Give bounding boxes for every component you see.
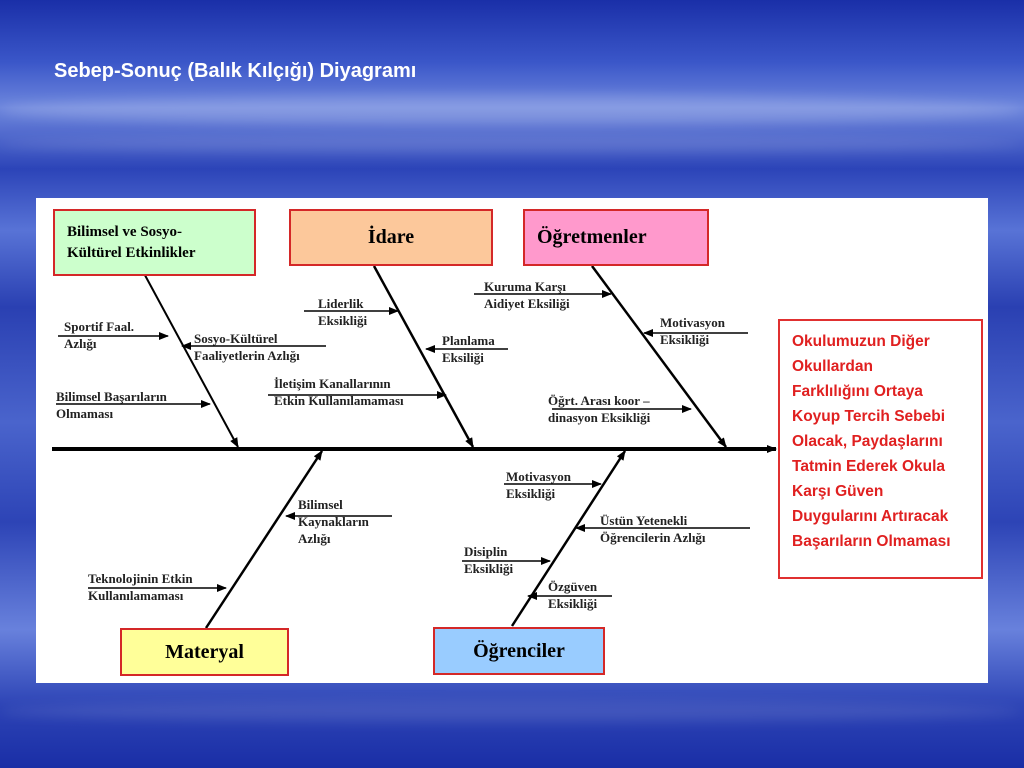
cause-label-line: Teknolojinin Etkin bbox=[88, 571, 193, 586]
cause-label-line: dinasyon Eksikliği bbox=[548, 410, 651, 425]
effect-line: Duygularını Artıracak bbox=[792, 508, 949, 525]
cause-label-line: Disiplin bbox=[464, 544, 508, 559]
cause-label-line: Etkin Kullanılamaması bbox=[274, 393, 404, 408]
cause-label-line: Öğrt. Arası koor – bbox=[548, 393, 650, 408]
cause-label-line: Eksikliği bbox=[548, 596, 598, 611]
cause-sportif: Sportif Faal. Azlığı bbox=[64, 318, 134, 352]
effect-line: Okullardan bbox=[792, 358, 873, 375]
cause-label-line: Olmaması bbox=[56, 406, 114, 421]
category-bilimsel-line1: Bilimsel ve Sosyo- bbox=[67, 223, 182, 240]
cause-label-line: Kullanılamaması bbox=[88, 588, 184, 603]
cause-label-line: Motivasyon bbox=[506, 469, 571, 484]
effect-line: Karşı Güven bbox=[792, 483, 884, 500]
cause-label-line: Öğrencilerin Azlığı bbox=[600, 530, 706, 545]
bone-ogretmenler bbox=[590, 265, 728, 448]
cause-label-line: Liderlik bbox=[318, 296, 364, 311]
bone-materyal bbox=[204, 450, 324, 629]
cause-label-line: Üstün Yetenekli bbox=[600, 513, 688, 528]
cause-label-line: Motivasyon bbox=[660, 315, 725, 330]
effect-line: Tatmin Ederek Okula bbox=[792, 458, 946, 475]
cause-label-line: Eksiliği bbox=[442, 350, 484, 365]
bone-bilimsel bbox=[139, 265, 239, 448]
cause-koordinasyon: Öğrt. Arası koor – dinasyon Eksikliği bbox=[548, 392, 650, 426]
cause-label-line: Eksikliği bbox=[318, 313, 368, 328]
cause-label-line: Azlığı bbox=[298, 531, 331, 546]
category-ogretmenler-box: Öğretmenler bbox=[523, 209, 709, 266]
cause-label-line: İletişim Kanallarının bbox=[274, 376, 391, 391]
cause-label-line: Eksikliği bbox=[660, 332, 710, 347]
cause-label-line: Eksikliği bbox=[506, 486, 556, 501]
cause-label-line: Planlama bbox=[442, 333, 495, 348]
category-idare-box: İdare bbox=[289, 209, 493, 266]
effect-box: Okulumuzun Diğer Okullardan Farklılığını… bbox=[778, 319, 983, 579]
bone-idare bbox=[372, 265, 475, 448]
cause-label-line: Eksikliği bbox=[464, 561, 514, 576]
cause-label-line: Kuruma Karşı bbox=[484, 279, 566, 294]
cause-label-line: Bilimsel bbox=[298, 497, 343, 512]
category-idare-label: İdare bbox=[367, 226, 415, 248]
cause-label-line: Aidiyet Eksiliği bbox=[484, 296, 570, 311]
cause-label-line: Sportif Faal. bbox=[64, 319, 135, 334]
category-materyal-label: Materyal bbox=[165, 640, 244, 663]
effect-line: Koyup Tercih Sebebi bbox=[792, 408, 946, 425]
effect-line: Olacak, Paydaşlarını bbox=[792, 433, 943, 450]
cause-label-line: Özgüven bbox=[548, 579, 598, 594]
cause-label-line: Kaynakların bbox=[298, 514, 369, 529]
slide-title: Sebep-Sonuç (Balık Kılçığı) Diyagramı bbox=[54, 60, 417, 82]
cause-label-line: Sosyo-Kültürel bbox=[194, 331, 278, 346]
category-materyal-box: Materyal bbox=[120, 628, 289, 676]
diagram-lines bbox=[52, 265, 777, 629]
category-bilimsel-box: Bilimsel ve Sosyo- Kültürel Etkinlikler bbox=[53, 209, 256, 276]
effect-line: Okulumuzun Diğer bbox=[792, 333, 930, 350]
category-ogretmenler-label: Öğretmenler bbox=[537, 226, 647, 248]
cause-label-line: Faaliyetlerin Azlığı bbox=[194, 348, 300, 363]
effect-line: Başarıların Olmaması bbox=[792, 533, 951, 550]
effect-line: Farklılığını Ortaya bbox=[792, 383, 923, 400]
category-ogrenciler-label: Öğrenciler bbox=[473, 639, 565, 662]
category-ogrenciler-box: Öğrenciler bbox=[433, 627, 605, 675]
cause-label-line: Bilimsel Başarıların bbox=[56, 389, 167, 404]
cause-label-line: Azlığı bbox=[64, 336, 97, 351]
category-bilimsel-line2: Kültürel Etkinlikler bbox=[67, 244, 196, 261]
